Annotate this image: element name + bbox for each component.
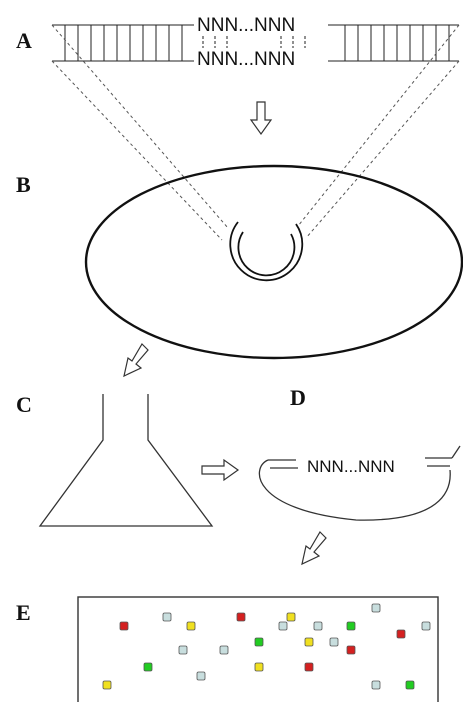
arrow-d-to-e [301,531,327,566]
panel-c-label: C [16,392,32,417]
colony-red [346,645,356,655]
colony-yellow [304,637,314,647]
insert-top-strand: NNN...NNN [197,15,295,36]
panel-b-label: B [16,172,31,197]
plasmid-inner-ring [237,231,296,277]
colony-grey [162,612,172,622]
panel-d-label: D [290,385,306,410]
colony-green [346,621,356,631]
colony-green [254,637,264,647]
colony-yellow [102,680,112,690]
base-pair-dashes [202,36,306,48]
plasmid-outer-ring [229,221,304,282]
colony-red [119,621,129,631]
arrow-a-to-b [249,101,273,136]
panel-e-label: E [16,600,31,625]
colony-grey [196,671,206,681]
extracted-plasmid [258,445,461,521]
panel-b: B [16,164,463,378]
colony-grey [371,680,381,690]
colony-yellow [186,621,196,631]
panel-a-label: A [16,28,32,53]
colony-group [102,603,431,690]
agar-plate [77,596,439,702]
colony-grey [371,603,381,613]
insert-bottom-strand: NNN...NNN [197,49,295,70]
colony-grey [421,621,431,631]
colony-green [405,680,415,690]
colony-red [236,612,246,622]
colony-grey [278,621,288,631]
colony-grey [313,621,323,631]
arrow-c-to-d [201,458,240,482]
extracted-insert: NNN...NNN [307,457,395,476]
colony-red [396,629,406,639]
colony-grey [329,637,339,647]
colony-green [143,662,153,672]
panel-c: C [16,392,240,527]
culture-flask [38,394,214,527]
dna-ladder-right [328,24,459,62]
panel-e: E [16,596,439,702]
colony-yellow [286,612,296,622]
bacterial-cell [84,164,463,360]
arrow-b-to-c [123,343,149,378]
panel-a: A [16,15,459,136]
colony-grey [178,645,188,655]
colony-grey [219,645,229,655]
colony-red [304,662,314,672]
colony-yellow [254,662,264,672]
panel-d: D NNN...NNN [258,385,461,566]
dna-ladder-left [52,24,194,62]
projection-lines [51,24,460,241]
